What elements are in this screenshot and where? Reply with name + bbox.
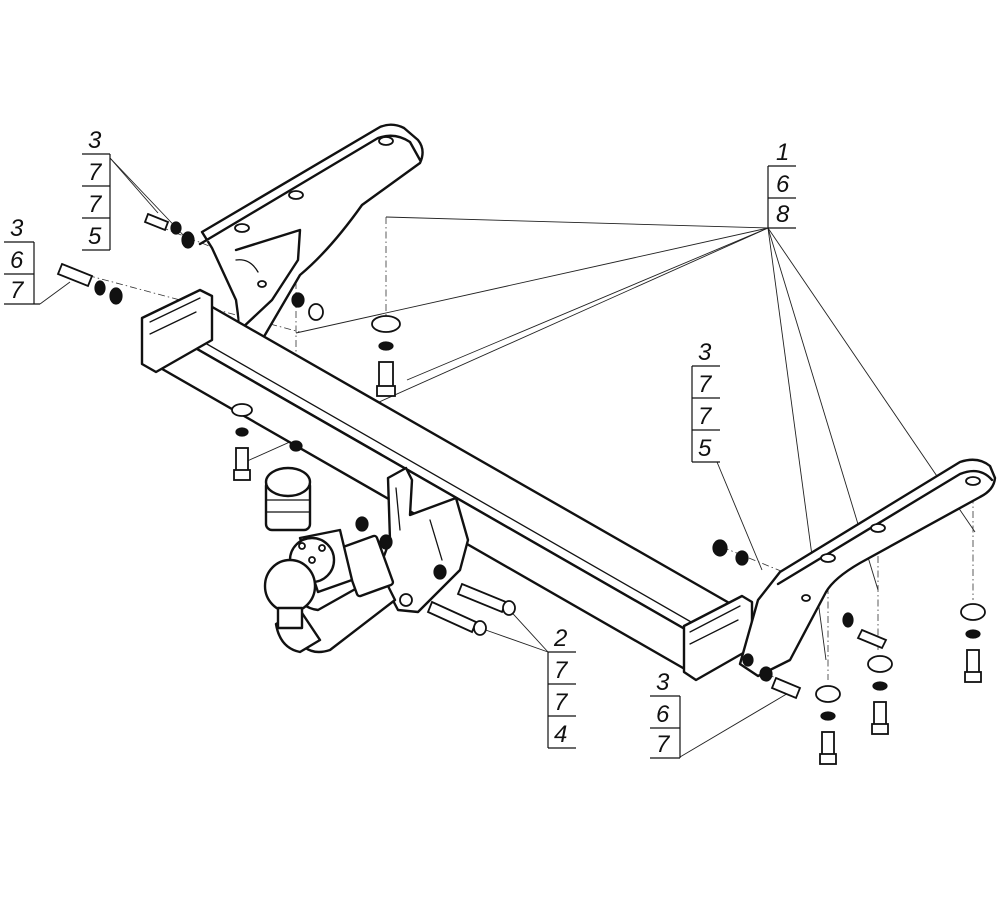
hardware: [56, 212, 986, 765]
callout-left-line-3: 7: [10, 277, 25, 304]
callout-upper-line-1: 3: [88, 127, 102, 154]
callout-bottom-line-3: 7: [554, 689, 569, 716]
bracket-hole: [288, 190, 304, 200]
callout-1-6-8-line-2: 6: [776, 171, 790, 198]
callout-2-7-7-4: 2 7 7 4: [547, 625, 576, 749]
callout-left-line-1: 3: [10, 215, 24, 242]
leader-lines: [39, 157, 976, 758]
callout-3-7-7-5-upper: 3 7 7 5: [82, 127, 111, 251]
callout-1-6-8-line-3: 8: [776, 201, 790, 228]
callout-bottom-right-line-1: 3: [656, 669, 670, 696]
callout-3-7-7-5-right: 3 7 7 5: [691, 339, 720, 463]
callout-1-6-8: 1 6 8: [767, 139, 796, 229]
callout-right-line-3: 7: [698, 403, 713, 430]
ball-cover: [264, 466, 312, 532]
callout-bottom-line-4: 4: [554, 721, 567, 748]
callout-upper-line-3: 7: [88, 191, 103, 218]
main-crossbar: [140, 288, 754, 682]
callout-bottom-line-2: 7: [554, 657, 569, 684]
bracket-hole: [870, 523, 886, 533]
right-mounting-bracket: [738, 458, 997, 678]
bracket-hole: [801, 594, 811, 602]
tow-ball-neck: [276, 606, 304, 630]
callout-right-line-4: 5: [698, 435, 712, 462]
callout-3-6-7-bottom: 3 6 7: [650, 669, 681, 759]
callout-upper-line-4: 5: [88, 223, 102, 250]
callout-right-line-2: 7: [698, 371, 713, 398]
bracket-hole: [820, 553, 836, 563]
bracket-hole: [378, 136, 394, 146]
bracket-hole: [965, 476, 981, 486]
bracket-hole: [257, 280, 267, 288]
callout-left-line-2: 6: [10, 247, 24, 274]
left-mounting-bracket: [198, 123, 424, 342]
callout-1-6-8-line-1: 1: [776, 139, 789, 166]
callout-bottom-right-line-3: 7: [656, 731, 671, 758]
callout-bottom-line-1: 2: [553, 625, 567, 652]
centerlines: [59, 195, 974, 691]
callout-upper-line-2: 7: [88, 159, 103, 186]
callout-right-line-1: 3: [698, 339, 712, 366]
callout-3-6-7-left: 3 6 7: [4, 215, 40, 305]
tow-ball-assembly: [263, 528, 397, 654]
tow-ball: [263, 558, 317, 614]
callout-bottom-right-line-2: 6: [656, 701, 670, 728]
bracket-hole: [234, 223, 250, 233]
